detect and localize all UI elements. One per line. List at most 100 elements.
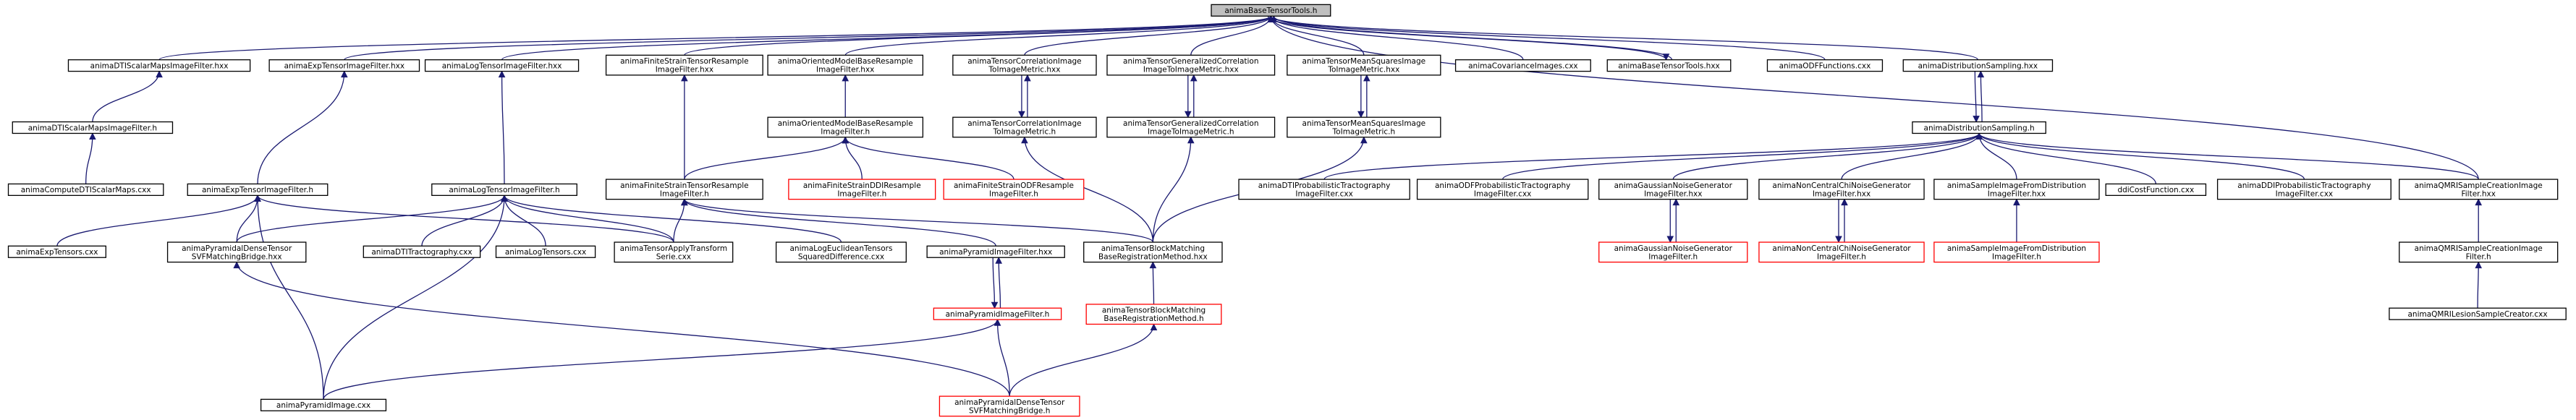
graph-node-n41[interactable]: animaNonCentralChiNoiseGeneratorImageFil…	[1758, 179, 1925, 200]
arrow-head-icon	[681, 74, 688, 82]
graph-node-n20[interactable]: animaFiniteStrainODFResampleImageFilter.…	[943, 179, 1085, 200]
node-box	[933, 307, 1062, 320]
graph-node-n14[interactable]: animaLogEuclideanTensorsSquaredDifferenc…	[775, 241, 907, 263]
node-box	[268, 59, 420, 72]
graph-node-n6[interactable]: animaExpTensors.cxx	[7, 245, 106, 258]
node-box	[1211, 4, 1331, 17]
graph-node-n27[interactable]: animaTensorCorrelationImageToImageMetric…	[952, 116, 1097, 138]
graph-node-n3[interactable]: animaComputeDTIScalarMaps.cxx	[7, 183, 164, 197]
graph-node-n43[interactable]: animaSampleImageFromDistributionImageFil…	[1933, 179, 2100, 200]
graph-node-n21[interactable]: animaPyramidImageFilter.hxx	[926, 245, 1065, 258]
node-label: ImageFilter.hxx	[1813, 189, 1870, 198]
graph-node-n12[interactable]: animaLogTensors.cxx	[495, 245, 596, 258]
node-label: animaBaseTensorTools.hxx	[1618, 61, 1719, 70]
graph-node-n1[interactable]: animaDTIScalarMapsImageFilter.hxx	[67, 59, 251, 72]
graph-node-n16[interactable]: animaFiniteStrainTensorResampleImageFilt…	[605, 179, 763, 200]
node-box	[1083, 241, 1223, 263]
graph-node-n17[interactable]: animaOrientedModelBaseResampleImageFilte…	[767, 54, 924, 76]
arrow-head-icon	[1841, 198, 1848, 206]
dependency-edge	[684, 199, 996, 247]
arrow-head-icon	[233, 261, 241, 269]
graph-node-n4[interactable]: animaExpTensorImageFilter.hxx	[268, 59, 420, 72]
dependency-edge	[501, 15, 1272, 61]
node-box	[926, 245, 1065, 258]
node-box	[7, 245, 106, 258]
graph-node-n44[interactable]: animaSampleImageFromDistributionImageFil…	[1933, 241, 2100, 263]
arrow-head-icon	[2475, 198, 2483, 206]
graph-node-n8[interactable]: animaPyramidImage.cxx	[260, 398, 387, 411]
dependency-edge	[257, 195, 674, 243]
arrow-head-icon	[1357, 111, 1365, 119]
node-label: ImageFilter.h	[821, 128, 870, 137]
node-label: SquaredDifference.cxx	[798, 252, 884, 261]
node-label: animaDistributionSampling.hxx	[1918, 61, 2038, 70]
node-box	[1287, 116, 1441, 138]
node-box	[1758, 179, 1925, 200]
graph-node-n49[interactable]: animaQMRILesionSampleCreator.cxx	[2389, 307, 2567, 320]
node-label: animaSampleImageFromDistribution	[1947, 244, 2086, 253]
node-label: animaDistributionSampling.h	[1924, 124, 2035, 132]
arrow-head-icon	[2013, 198, 2020, 206]
graph-node-n36[interactable]: animaDistributionSampling.h	[1912, 121, 2046, 134]
arrow-head-icon	[842, 74, 850, 82]
graph-node-n2[interactable]: animaDTIScalarMapsImageFilter.h	[12, 121, 174, 134]
arrow-head-icon	[842, 136, 850, 144]
graph-node-n31[interactable]: animaTensorMeanSquaresImageToImageMetric…	[1287, 116, 1441, 138]
node-label: animaTensorBlockMatching	[1102, 307, 1206, 315]
graph-node-n0[interactable]: animaBaseTensorTools.h	[1211, 4, 1331, 17]
graph-node-n32[interactable]: animaCovarianceImages.cxx	[1454, 59, 1591, 72]
node-box	[1106, 116, 1276, 138]
node-label: animaDTITractography.cxx	[371, 248, 472, 257]
graph-node-n45[interactable]: ddiCostFunction.cxx	[2105, 183, 2207, 197]
graph-node-n30[interactable]: animaTensorMeanSquaresImageToImageMetric…	[1287, 54, 1441, 76]
node-label: animaQMRISampleCreationImage	[2415, 181, 2543, 190]
node-label: animaTensorGeneralizedCorrelation	[1123, 119, 1258, 128]
graph-node-n11[interactable]: animaDTITractography.cxx	[363, 245, 481, 258]
graph-node-n23[interactable]: animaPyramidalDenseTensorSVFMatchingBrid…	[939, 395, 1080, 417]
edge-layer	[56, 15, 2483, 400]
node-label: ImageFilter.h	[989, 189, 1038, 198]
arrow-head-icon	[2475, 261, 2483, 269]
graph-node-n19[interactable]: animaFiniteStrainDDIResampleImageFilter.…	[788, 179, 936, 200]
node-label: Serie.cxx	[656, 252, 691, 261]
node-label: animaLogTensorImageFilter.h	[449, 186, 559, 194]
graph-node-n24[interactable]: animaTensorBlockMatchingBaseRegistration…	[1083, 241, 1223, 263]
graph-node-n25[interactable]: animaTensorBlockMatchingBaseRegistration…	[1085, 304, 1222, 325]
arrow-head-icon	[501, 194, 508, 202]
graph-node-n15[interactable]: animaFiniteStrainTensorResampleImageFilt…	[605, 54, 763, 76]
graph-node-n22[interactable]: animaPyramidImageFilter.h	[933, 307, 1062, 320]
node-label: animaTensorApplyTransform	[620, 244, 728, 253]
node-box	[952, 54, 1097, 76]
dependency-edge	[257, 71, 345, 184]
graph-node-n34[interactable]: animaODFFunctions.cxx	[1766, 59, 1884, 72]
graph-node-n9[interactable]: animaLogTensorImageFilter.hxx	[424, 59, 580, 72]
node-label: animaDTIProbabilisticTractography	[1258, 181, 1391, 190]
graph-node-n39[interactable]: animaGaussianNoiseGeneratorImageFilter.h…	[1598, 179, 1748, 200]
graph-node-n18[interactable]: animaOrientedModelBaseResampleImageFilte…	[767, 116, 924, 138]
graph-node-n10[interactable]: animaLogTensorImageFilter.h	[431, 183, 577, 197]
graph-node-n42[interactable]: animaNonCentralChiNoiseGeneratorImageFil…	[1758, 241, 1925, 263]
graph-node-n33[interactable]: animaBaseTensorTools.hxx	[1606, 59, 1732, 72]
graph-node-n35[interactable]: animaDistributionSampling.hxx	[1902, 59, 2054, 72]
node-label: ImageFilter.hxx	[1988, 189, 2046, 198]
graph-node-n38[interactable]: animaODFProbabilisticTractographyImageFi…	[1416, 179, 1589, 200]
graph-node-n7[interactable]: animaPyramidalDenseTensorSVFMatchingBrid…	[166, 241, 307, 263]
graph-node-n37[interactable]: animaDTIProbabilisticTractographyImageFi…	[1238, 179, 1410, 200]
node-label: animaPyramidalDenseTensor	[954, 398, 1065, 407]
graph-node-n29[interactable]: animaTensorGeneralizedCorrelationImageTo…	[1106, 116, 1276, 138]
node-label: animaLogTensors.cxx	[505, 248, 586, 257]
graph-node-n26[interactable]: animaTensorCorrelationImageToImageMetric…	[952, 54, 1097, 76]
graph-node-n5[interactable]: animaExpTensorImageFilter.h	[187, 183, 329, 197]
graph-node-n28[interactable]: animaTensorGeneralizedCorrelationImageTo…	[1106, 54, 1276, 76]
node-layer: animaBaseTensorTools.h animaDTIScalarMaps…	[7, 4, 2567, 417]
dependency-edge	[684, 15, 1272, 56]
arrow-head-icon	[1662, 53, 1670, 61]
dependency-edge	[504, 195, 842, 243]
graph-node-n46[interactable]: animaDDIProbabilisticTractographyImageFi…	[2216, 179, 2391, 200]
node-box	[939, 395, 1080, 417]
node-box	[767, 54, 924, 76]
